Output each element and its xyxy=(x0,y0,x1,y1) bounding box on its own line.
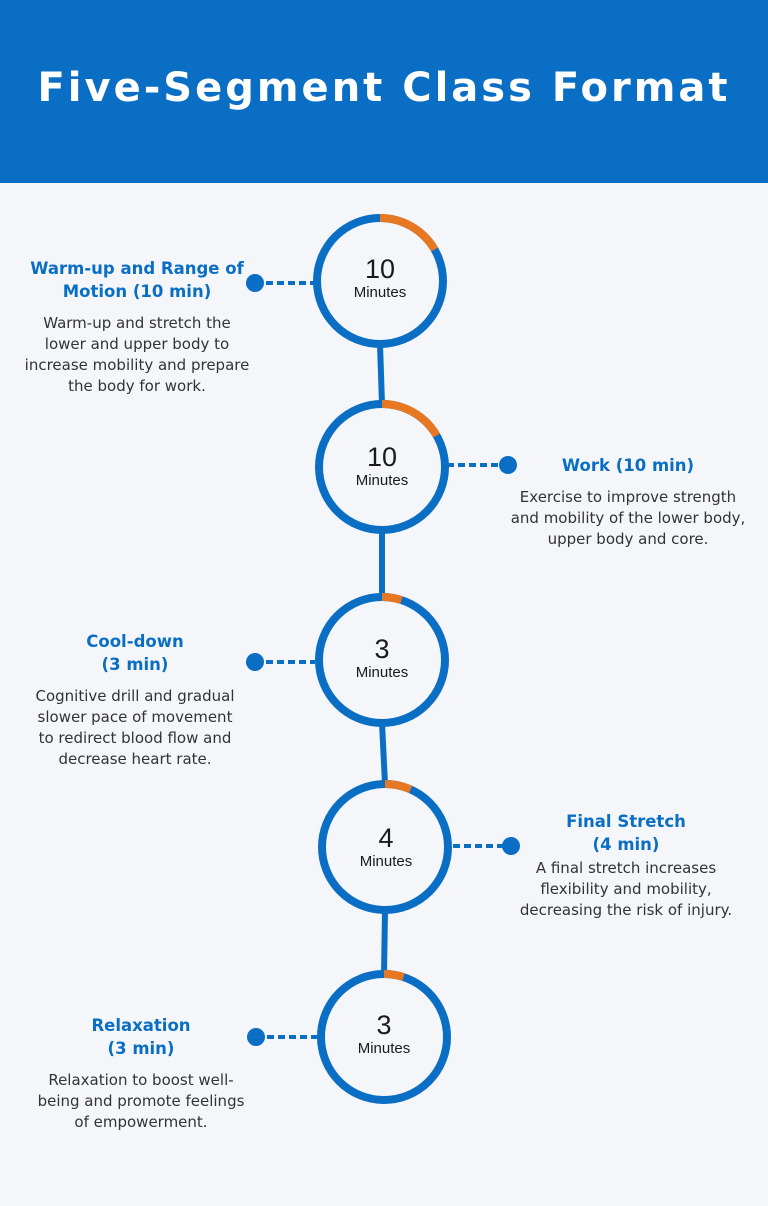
segment-2-circle-label: 10 Minutes xyxy=(312,442,452,490)
page-title: Five-Segment Class Format xyxy=(37,65,731,111)
segment-3-unit: Minutes xyxy=(355,664,409,681)
segment-2-title: Work (10 min) xyxy=(561,456,695,475)
segment-5-circle-label: 3 Minutes xyxy=(314,1010,454,1058)
segment-1-info: Warm-up and Range of Motion (10 min) War… xyxy=(22,257,252,397)
leader-dot-1 xyxy=(246,274,264,292)
segment-1-unit: Minutes xyxy=(353,284,407,301)
segment-3-circle-label: 3 Minutes xyxy=(312,634,452,682)
segment-5-accent-arc xyxy=(383,970,405,981)
segment-1-title: Warm-up and Range of Motion (10 min) xyxy=(30,259,244,301)
connector-line-3 xyxy=(379,722,388,785)
segment-3-title: Cool-down (3 min) xyxy=(86,632,184,674)
segment-4-title: Final Stretch (4 min) xyxy=(566,812,686,854)
segment-2-minutes: 10 xyxy=(366,442,398,472)
leader-dot-5 xyxy=(247,1028,265,1046)
segment-5-info: Relaxation (3 min) Relaxation to boost w… xyxy=(30,1014,252,1133)
segment-4-minutes: 4 xyxy=(378,823,394,853)
segment-1-accent-arc xyxy=(379,214,439,252)
segment-2-info: Work (10 min) Exercise to improve streng… xyxy=(508,454,748,550)
segment-1-description: Warm-up and stretch the lower and upper … xyxy=(24,314,250,395)
segment-4-accent-arc xyxy=(384,780,413,794)
segment-5-unit: Minutes xyxy=(357,1040,411,1057)
segment-5-description: Relaxation to boost well-being and promo… xyxy=(37,1071,245,1131)
segment-5-title: Relaxation (3 min) xyxy=(91,1016,191,1058)
segment-4-description: A final stretch increases flexibility an… xyxy=(519,859,733,919)
segment-3-minutes: 3 xyxy=(374,634,390,664)
segment-2-description: Exercise to improve strength and mobilit… xyxy=(510,488,746,548)
segment-4-circle-label: 4 Minutes xyxy=(316,823,456,871)
connector-line-1 xyxy=(377,343,385,405)
segment-4-unit: Minutes xyxy=(359,853,413,870)
segment-3-info: Cool-down (3 min) Cognitive drill and gr… xyxy=(30,630,240,770)
segment-3-description: Cognitive drill and gradual slower pace … xyxy=(35,687,235,768)
leader-dot-4 xyxy=(502,837,520,855)
header-banner: Five-Segment Class Format xyxy=(0,0,768,183)
segment-5-minutes: 3 xyxy=(376,1010,392,1040)
segment-4-info: Final Stretch (4 min) A final stretch in… xyxy=(508,810,744,921)
segment-2-accent-arc xyxy=(381,400,441,438)
segment-1-minutes: 10 xyxy=(364,254,396,284)
leader-dot-2 xyxy=(499,456,517,474)
segment-1-circle-label: 10 Minutes xyxy=(310,254,450,302)
segment-3-accent-arc xyxy=(381,593,403,604)
leader-dot-3 xyxy=(246,653,264,671)
connector-line-4 xyxy=(381,909,388,975)
segment-2-unit: Minutes xyxy=(355,472,409,489)
